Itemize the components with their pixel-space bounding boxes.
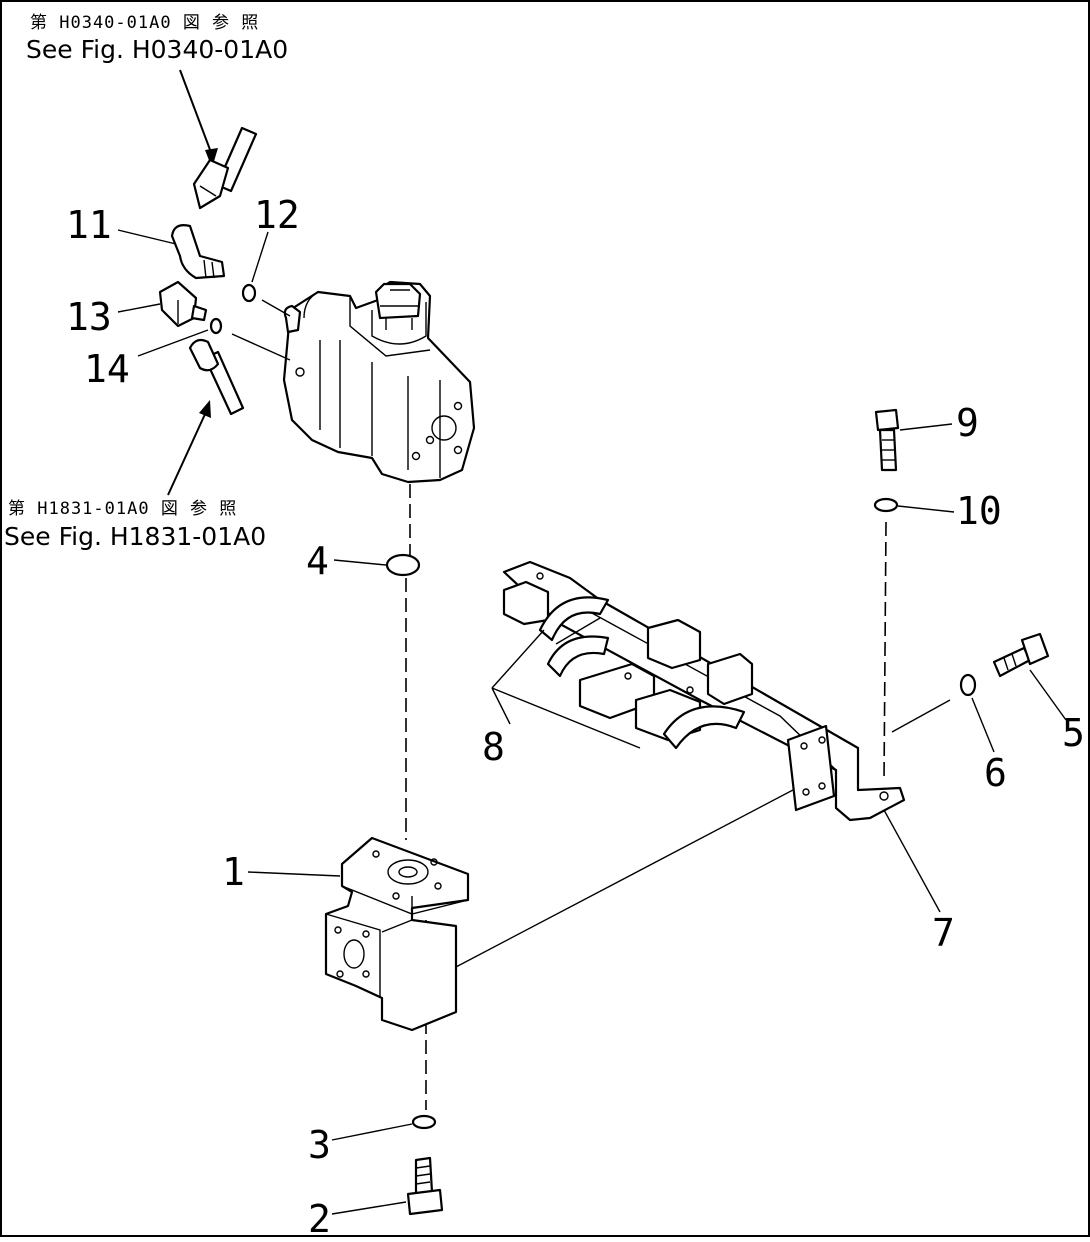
part-3-washer bbox=[411, 1114, 437, 1130]
ref-top-arrow bbox=[179, 69, 218, 168]
part-2-bolt bbox=[406, 1156, 444, 1216]
callout-6: 6 bbox=[984, 751, 1007, 795]
callout-3: 3 bbox=[308, 1123, 331, 1167]
callout-8: 8 bbox=[482, 725, 505, 769]
leader-1 bbox=[247, 871, 341, 877]
part-12-oring bbox=[241, 283, 257, 303]
callout-11: 11 bbox=[66, 203, 112, 247]
leader-5 bbox=[1029, 669, 1067, 721]
callout-5: 5 bbox=[1062, 711, 1085, 755]
leader-10 bbox=[897, 505, 955, 513]
leader-14 bbox=[137, 329, 209, 357]
assembly-line-bolt9 bbox=[883, 521, 887, 783]
ref-mid-arrow bbox=[167, 400, 211, 496]
leader-4 bbox=[333, 559, 387, 566]
part-10-washer bbox=[873, 497, 899, 513]
leader-7 bbox=[883, 809, 941, 913]
part-1-block bbox=[324, 836, 470, 1032]
leader-11 bbox=[117, 229, 177, 245]
assembly-line-bracket-washer6 bbox=[891, 699, 951, 733]
leader-13 bbox=[117, 303, 161, 313]
ref-top-jp: 第 H0340-01A0 図 参 照 bbox=[30, 13, 259, 33]
callout-13: 13 bbox=[66, 295, 112, 339]
callout-10: 10 bbox=[956, 489, 1002, 533]
part-14-oring bbox=[209, 317, 223, 335]
leader-2 bbox=[331, 1201, 407, 1215]
callout-1: 1 bbox=[222, 850, 245, 894]
hose-top bbox=[192, 126, 258, 210]
callout-2: 2 bbox=[308, 1197, 331, 1237]
leader-6 bbox=[971, 697, 995, 753]
leader-8 bbox=[491, 629, 641, 749]
callout-12: 12 bbox=[254, 193, 300, 237]
callout-14: 14 bbox=[84, 347, 130, 391]
leader-12-body bbox=[261, 299, 291, 317]
leader-9 bbox=[899, 423, 953, 431]
leader-3 bbox=[331, 1123, 413, 1141]
part-13-connector bbox=[158, 280, 208, 328]
callout-4: 4 bbox=[306, 539, 329, 583]
ref-mid-en: See Fig. H1831-01A0 bbox=[4, 522, 266, 551]
leader-12 bbox=[251, 231, 269, 283]
callout-7: 7 bbox=[932, 911, 955, 955]
ref-top-en: See Fig. H0340-01A0 bbox=[26, 35, 288, 64]
valve-body bbox=[282, 280, 476, 484]
part-9-bolt bbox=[874, 408, 900, 472]
part-7-bracket bbox=[502, 560, 906, 822]
assembly-line-block-bracket bbox=[453, 779, 813, 969]
part-4-oring bbox=[385, 553, 421, 577]
hose-middle bbox=[188, 338, 245, 416]
part-6-washer bbox=[959, 673, 977, 697]
part-5-bolt bbox=[992, 632, 1050, 678]
callout-9: 9 bbox=[956, 401, 979, 445]
ref-mid-jp: 第 H1831-01A0 図 参 照 bbox=[8, 499, 237, 519]
leader-14-body bbox=[231, 333, 291, 361]
part-11-elbow bbox=[170, 224, 226, 280]
